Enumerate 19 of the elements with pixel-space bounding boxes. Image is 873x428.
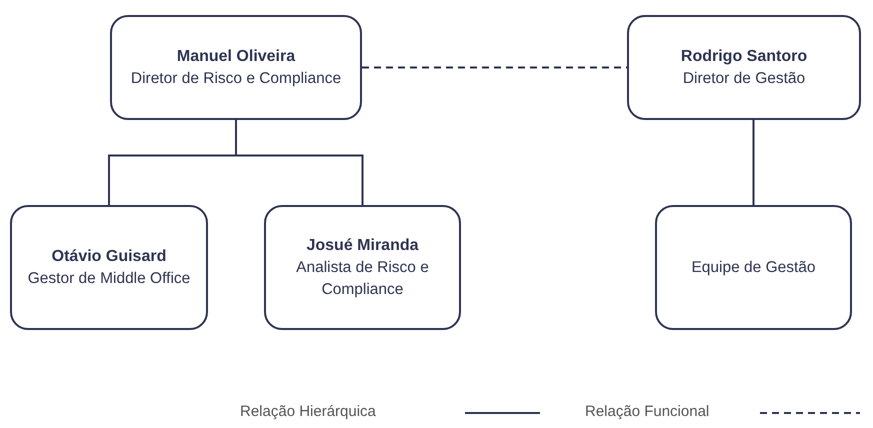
legend-label: Relação Funcional (585, 403, 710, 420)
role-title: Diretor de Gestão (682, 68, 806, 88)
role-title: Diretor de Risco e Compliance (130, 68, 342, 88)
org-chart-box (655, 205, 852, 330)
person-name: Otávio Guisard (52, 246, 166, 266)
role-title: Gestor de Middle Office (28, 268, 190, 288)
role-title: Analista de Risco e Compliance (295, 258, 430, 300)
connector-line (752, 120, 754, 205)
role-title: Equipe de Gestão (691, 258, 816, 278)
org-chart-box (264, 205, 461, 330)
org-chart-box (10, 205, 208, 330)
person-name: Rodrigo Santoro (680, 46, 808, 66)
connector-line (362, 66, 627, 68)
org-chart-box (110, 15, 362, 120)
org-chart-box (627, 15, 861, 120)
person-name: Josué Miranda (306, 236, 419, 256)
connector-line (235, 120, 364, 205)
person-name: Manuel Oliveira (176, 46, 296, 66)
legend-label: Relação Hierárquica (240, 403, 376, 420)
